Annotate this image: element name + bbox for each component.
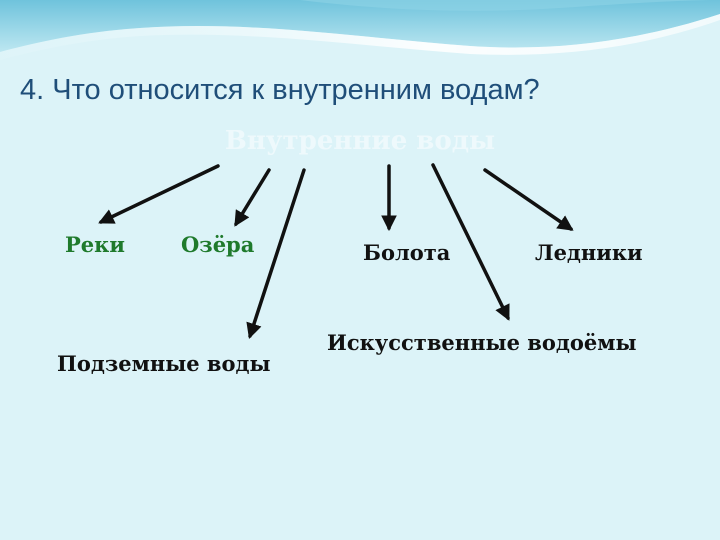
node-glaciers: Ледники bbox=[535, 240, 643, 265]
node-reservoirs: Искусственные водоёмы bbox=[327, 330, 637, 355]
arrow-to-lakes bbox=[234, 168, 271, 227]
arrow-to-groundwater bbox=[246, 168, 306, 339]
node-lakes: Озёра bbox=[181, 232, 255, 257]
top-wave-decoration bbox=[0, 0, 720, 60]
arrow-to-reservoirs bbox=[431, 163, 510, 321]
node-swamps: Болота bbox=[363, 240, 451, 265]
root-label: Внутренние воды bbox=[224, 126, 496, 156]
arrow-to-rivers bbox=[98, 164, 220, 224]
node-rivers: Реки bbox=[65, 232, 125, 257]
arrow-to-glaciers bbox=[483, 168, 574, 231]
question-title: 4. Что относится к внутренним водам? bbox=[20, 74, 540, 106]
node-groundwater: Подземные воды bbox=[57, 351, 271, 376]
